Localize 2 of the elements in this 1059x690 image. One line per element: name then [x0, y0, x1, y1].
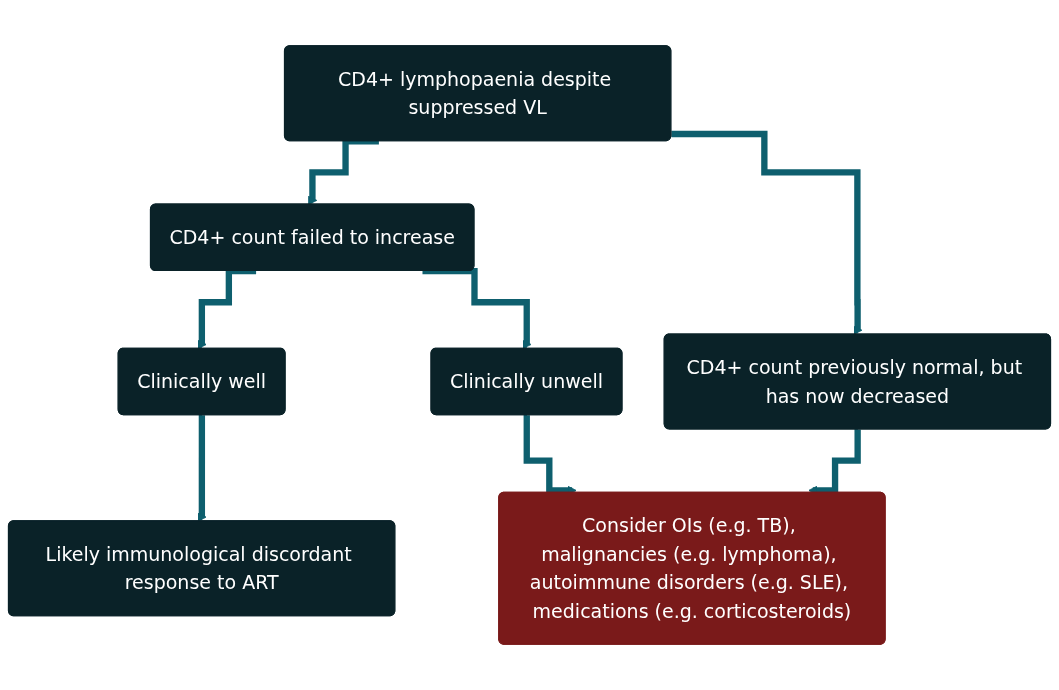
arrow — [422, 267, 532, 350]
arrow — [671, 130, 863, 335]
